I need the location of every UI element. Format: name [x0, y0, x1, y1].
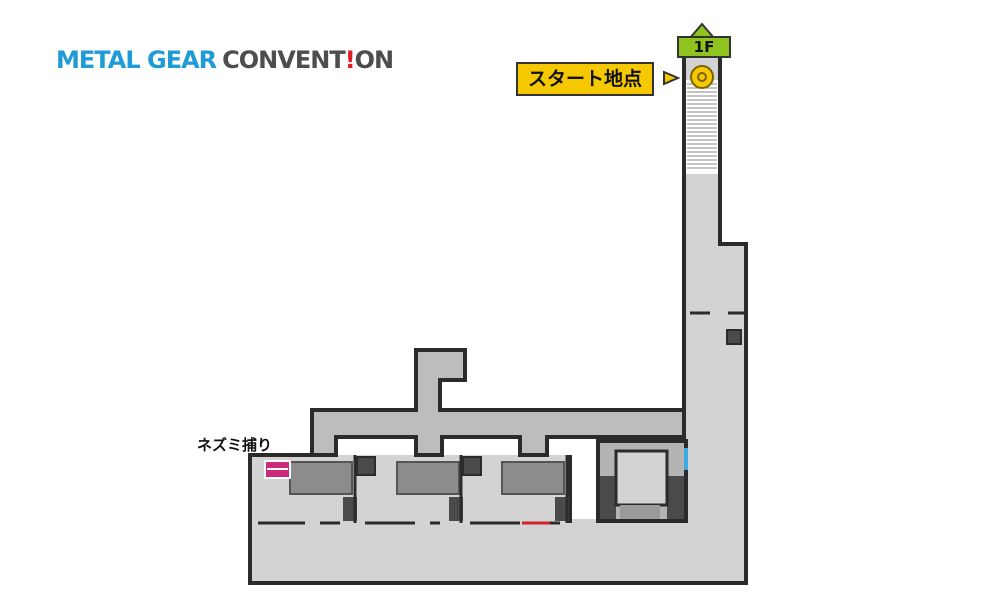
pillar	[462, 456, 482, 476]
logo-exclamation: !	[344, 46, 356, 74]
right-room-floor	[614, 449, 669, 507]
right-room-inner-left	[600, 476, 616, 519]
room-block-2	[396, 461, 460, 495]
right-corridor-wide	[686, 244, 744, 519]
upper-corridor	[310, 348, 686, 457]
room-partitions	[258, 311, 744, 525]
rat-trap-label: ネズミ捕り	[197, 436, 273, 454]
right-room-step	[620, 505, 660, 519]
floor-badge: 1F	[677, 36, 731, 58]
right-room-inner-right	[667, 476, 684, 519]
logo-convent: CONVENT	[222, 46, 346, 74]
pillar	[356, 456, 376, 476]
bottom-corridor	[252, 523, 744, 581]
start-label-pointer	[663, 70, 681, 86]
logo-on: ON	[354, 46, 394, 74]
right-corridor	[686, 174, 718, 244]
room-block-1	[289, 461, 353, 495]
start-point-label: スタート地点	[516, 62, 655, 96]
room-block-3	[501, 461, 565, 495]
outer-wall-redraw	[248, 55, 748, 585]
start-marker-icon	[690, 65, 714, 89]
rat-trap-icon	[264, 460, 291, 479]
logo-metal-gear: METAL GEAR	[56, 46, 217, 74]
pillar	[726, 329, 742, 345]
